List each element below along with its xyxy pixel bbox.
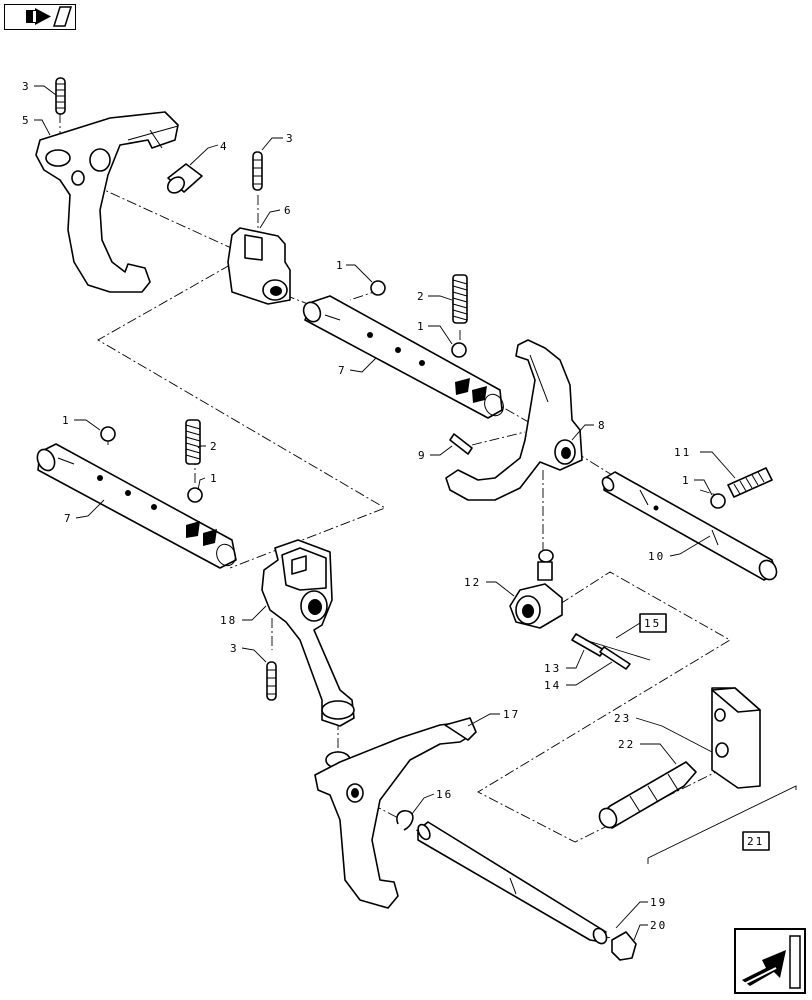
spring-2-lower [185, 419, 201, 465]
cap-20 [611, 931, 637, 961]
ball-1-lower-left [100, 426, 116, 442]
callout-3-lower: 3 [230, 642, 239, 655]
roll-pin-3-lower [266, 661, 277, 701]
ball-1-lower-middle [187, 487, 203, 503]
selector-block-12 [509, 549, 563, 629]
shift-lever-18 [261, 539, 355, 727]
callout-11: 11 [674, 446, 691, 459]
shift-fork-8 [445, 339, 583, 501]
callout-13: 13 [544, 662, 561, 675]
callout-5: 5 [22, 114, 31, 127]
kit-box-15 [584, 613, 667, 661]
pin-9 [449, 433, 473, 455]
callout-9: 9 [418, 449, 427, 462]
callout-12: 12 [464, 576, 481, 589]
callout-7-upper: 7 [338, 364, 347, 377]
callout-1-lower-middle: 1 [210, 472, 219, 485]
callout-leaders [34, 85, 736, 941]
callout-17: 17 [503, 708, 520, 721]
callout-4: 4 [220, 140, 229, 153]
callout-15: 15 [644, 617, 661, 630]
callout-10: 10 [648, 550, 665, 563]
bracket-21 [647, 785, 797, 864]
ball-1-upper [370, 280, 386, 296]
ball-1-middle [451, 342, 467, 358]
snap-ring-16 [396, 809, 414, 831]
back-arrow-icon [26, 6, 73, 27]
callout-20: 20 [650, 919, 667, 932]
shift-rail-7-lower [36, 443, 237, 569]
callout-3-top-middle: 3 [286, 132, 295, 145]
callout-21: 21 [747, 835, 764, 848]
roll-pin-3-top-middle [252, 151, 263, 191]
shaft-22 [598, 761, 697, 829]
callout-19: 19 [650, 896, 667, 909]
next-arrow-icon [742, 935, 801, 989]
back-button[interactable] [4, 4, 76, 30]
callout-22: 22 [618, 738, 635, 751]
next-button[interactable] [734, 928, 806, 994]
bushing-4 [166, 163, 203, 194]
callout-1-right: 1 [682, 474, 691, 487]
callout-6: 6 [284, 204, 293, 217]
callout-2-upper: 2 [417, 290, 426, 303]
pin-14 [599, 646, 631, 670]
shift-fork-5 [35, 111, 179, 293]
spring-11 [727, 467, 773, 498]
callout-2-lower: 2 [210, 440, 219, 453]
plate-23 [711, 687, 761, 789]
callout-18: 18 [220, 614, 237, 627]
callout-23: 23 [614, 712, 631, 725]
callout-1-lower-left: 1 [62, 414, 71, 427]
callout-7-lower: 7 [64, 512, 73, 525]
callout-8: 8 [598, 419, 607, 432]
callout-14: 14 [544, 679, 561, 692]
shift-rail-7-upper [302, 295, 504, 419]
shift-rail-10 [601, 471, 778, 581]
callout-16: 16 [436, 788, 453, 801]
shift-rail-19 [417, 821, 608, 945]
callout-3-top-left: 3 [22, 80, 31, 93]
spring-2-upper [452, 274, 468, 324]
ball-1-right [710, 493, 726, 509]
callout-1-upper: 1 [336, 259, 345, 272]
callout-labels: 3 5 4 3 6 1 2 1 7 8 9 11 1 10 1 2 1 7 18… [22, 80, 764, 932]
pin-13 [571, 633, 605, 657]
shift-fork-17 [314, 717, 477, 909]
shift-block-6 [227, 227, 291, 305]
callout-1-middle: 1 [417, 320, 426, 333]
roll-pin-3-top-left [55, 77, 66, 115]
